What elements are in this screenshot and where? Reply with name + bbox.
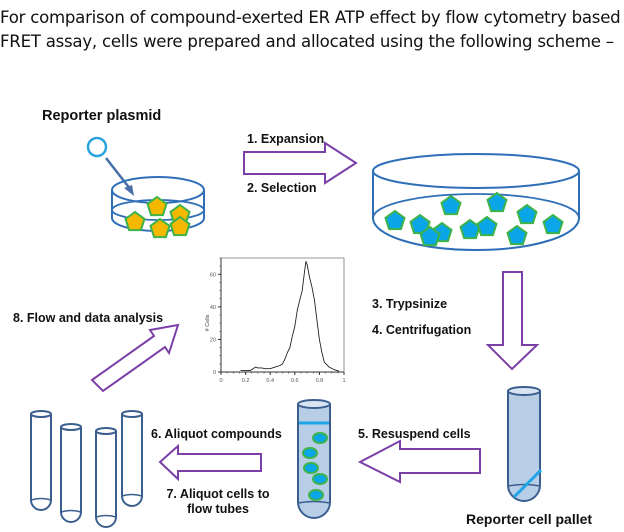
step-4-label: 4. Centrifugation	[372, 323, 472, 337]
reporter-cell-pallet-label: Reporter cell pallet	[466, 511, 593, 527]
blue-cell-icon	[459, 218, 481, 240]
step-7-line-2: flow tubes	[187, 502, 249, 516]
intro-paragraph: For comparison of compound-exerted ER AT…	[0, 8, 621, 51]
aliquot-arrow-icon	[158, 443, 262, 482]
x-tick-label: 0.4	[266, 378, 274, 384]
trypsinize-arrow-icon	[485, 271, 540, 371]
transfection-arrowhead-icon	[124, 185, 134, 196]
step-1-label: 1. Expansion	[247, 132, 325, 146]
resuspend-arrow-icon	[357, 439, 481, 484]
step-8-label: 8. Flow and data analysis	[13, 311, 164, 325]
yellow-cell-icon	[169, 215, 191, 237]
small-culture-dish-icon	[111, 176, 205, 239]
blue-cell-icon	[506, 224, 528, 246]
y-axis-label: # Cells	[205, 314, 211, 331]
plasmid-icon	[86, 136, 108, 158]
x-tick-label: 0.6	[291, 378, 299, 384]
yellow-cell-icon	[124, 210, 146, 232]
expansion-arrow-icon	[243, 141, 358, 185]
step-7-line-1: 7. Aliquot cells to	[166, 487, 270, 501]
fret-histogram-chart: 0 0.2 0.4 0.6 0.8 1 0 20 40 60 # Cells	[205, 257, 346, 384]
x-tick-label: 0	[219, 378, 222, 384]
large-culture-dish-icon	[372, 153, 580, 251]
y-tick-label: 40	[210, 305, 216, 311]
step-7-label: 7. Aliquot cells to flow tubes	[158, 487, 278, 517]
flow-tube-icon	[121, 410, 143, 507]
blue-cell-icon	[440, 194, 462, 216]
transfection-arrow-icon	[105, 157, 132, 191]
reporter-pellet-tube-icon	[507, 386, 543, 502]
flow-tube-icon	[30, 410, 52, 511]
y-tick-label: 60	[210, 272, 216, 278]
resuspended-cells-tube-icon	[297, 399, 331, 519]
yellow-cell-icon	[146, 195, 168, 217]
blue-cell-icon	[476, 215, 498, 237]
blue-cell-icon	[542, 213, 564, 235]
blue-cell-icon	[384, 209, 406, 231]
x-tick-label: 0.2	[242, 378, 250, 384]
step-5-label: 5. Resuspend cells	[358, 427, 471, 441]
flow-tubes-icon	[30, 410, 143, 528]
blue-cell-icon	[419, 225, 441, 247]
step-6-label: 6. Aliquot compounds	[151, 427, 282, 441]
flow-tube-icon	[60, 423, 82, 523]
reporter-plasmid-label: Reporter plasmid	[42, 108, 162, 124]
step-2-label: 2. Selection	[247, 181, 317, 195]
analysis-arrow-icon	[90, 323, 180, 393]
x-tick-label: 1	[342, 378, 345, 384]
flow-tube-icon	[95, 427, 117, 528]
blue-cell-icon	[516, 203, 538, 225]
blue-cell-icon	[486, 191, 508, 213]
x-tick-label: 0.8	[316, 378, 324, 384]
step-3-label: 3. Trypsinize	[372, 297, 448, 311]
histogram-line	[240, 261, 340, 372]
yellow-cell-icon	[149, 217, 171, 239]
y-tick-label: 0	[213, 370, 216, 376]
y-tick-label: 20	[210, 337, 216, 343]
